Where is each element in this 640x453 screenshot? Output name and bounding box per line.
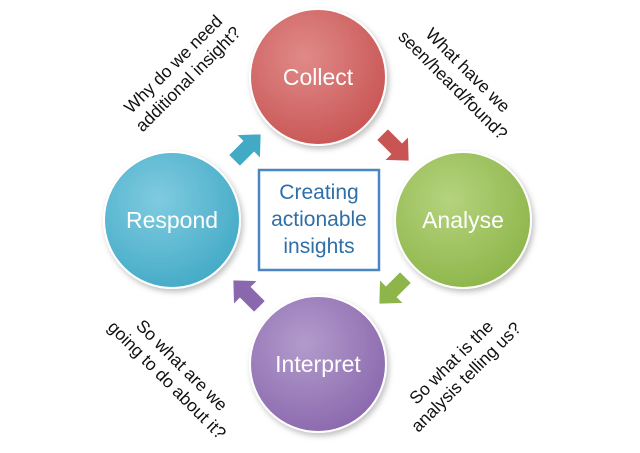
arrow-analyse-to-interpret-icon bbox=[378, 270, 413, 305]
arrow-collect-to-analyse-icon bbox=[375, 127, 410, 162]
node-respond: Respond bbox=[103, 151, 241, 289]
center-box-border bbox=[257, 168, 381, 272]
center-line-2: actionable bbox=[271, 208, 367, 231]
center-line-3: insights bbox=[283, 235, 354, 258]
node-collect-label: Collect bbox=[283, 64, 354, 90]
question-respond-collect: Why do we need additional insight? bbox=[120, 11, 245, 136]
question-interpret-respond: So what are we going to do about it? bbox=[104, 315, 232, 443]
node-interpret: Interpret bbox=[249, 295, 387, 433]
node-collect-circle bbox=[249, 8, 387, 146]
node-interpret-label: Interpret bbox=[275, 351, 361, 377]
arrow-interpret-to-respond-icon bbox=[232, 279, 267, 314]
question-analyse-interpret: So what is the analysis telling us? bbox=[405, 316, 525, 436]
center-box: Creating actionable insights bbox=[257, 168, 381, 272]
node-collect: Collect bbox=[249, 8, 387, 146]
node-analyse-label: Analyse bbox=[422, 207, 504, 233]
question-collect-analyse: What have we seen/heard/found? bbox=[394, 24, 514, 144]
node-interpret-circle bbox=[249, 295, 387, 433]
node-respond-circle bbox=[103, 151, 241, 289]
node-analyse: Analyse bbox=[394, 151, 532, 289]
node-respond-label: Respond bbox=[126, 207, 218, 233]
center-line-1: Creating bbox=[279, 181, 358, 204]
arrow-respond-to-collect-icon bbox=[227, 133, 262, 168]
node-analyse-circle bbox=[394, 151, 532, 289]
